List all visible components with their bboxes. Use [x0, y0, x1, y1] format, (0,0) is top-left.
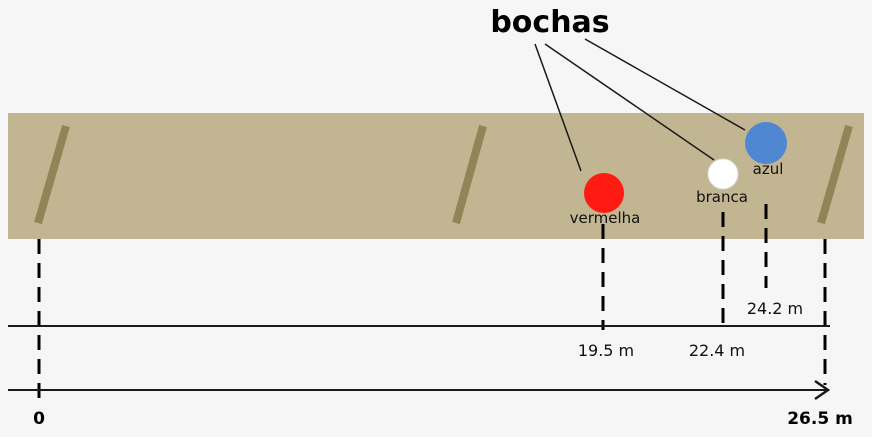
axis-end-label: 26.5 m	[787, 409, 853, 429]
ball-label-azul: azul	[753, 160, 784, 178]
lane-marker-right	[817, 124, 853, 225]
lane-marker-middle	[452, 124, 487, 225]
distance-label-branca: 22.4 m	[689, 341, 745, 360]
ball-branca	[707, 158, 739, 190]
distance-label-vermelha: 19.5 m	[578, 341, 634, 360]
title-pointer-azul	[584, 38, 746, 131]
distance-axis-arrowhead	[814, 379, 831, 401]
ball-azul	[745, 122, 787, 164]
ball-label-vermelha: vermelha	[570, 209, 641, 227]
axis-start-label: 0	[33, 409, 45, 429]
diagram-title: bochas	[490, 5, 609, 40]
title-pointer-vermelha	[534, 43, 582, 172]
ball-label-branca: branca	[696, 188, 748, 206]
title-pointer-branca	[544, 43, 715, 161]
ball-vermelha	[584, 173, 624, 213]
distance-label-azul: 24.2 m	[747, 299, 803, 318]
lane-marker-left	[34, 124, 70, 225]
